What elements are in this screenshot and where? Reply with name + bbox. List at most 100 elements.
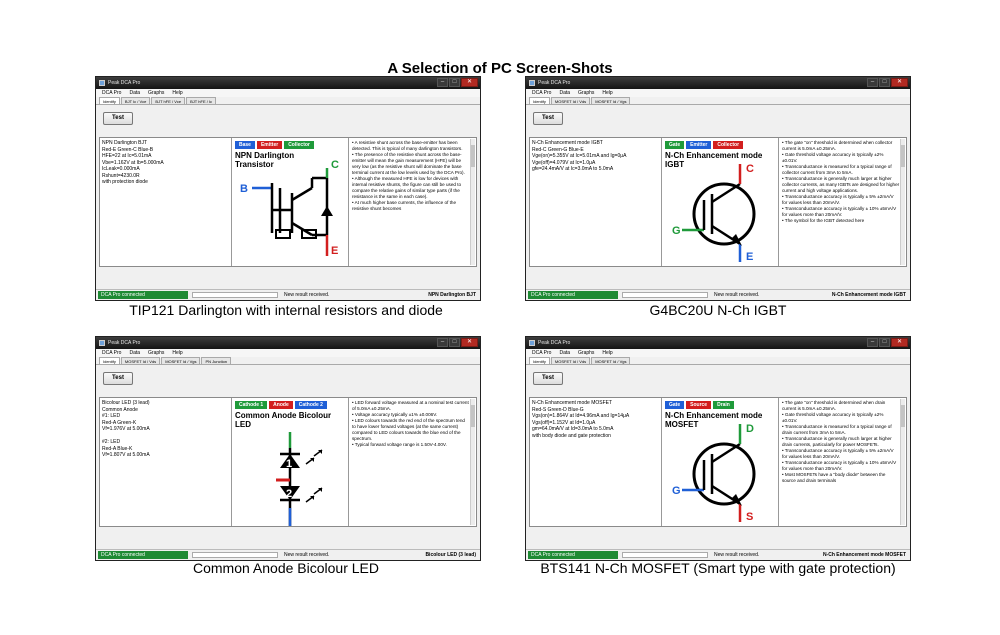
close-icon[interactable]: ✕: [891, 338, 908, 347]
scrollbar-thumb[interactable]: [901, 145, 905, 167]
note-line: • At much higher base currents, the infl…: [352, 200, 457, 211]
menu-item-dca-pro[interactable]: DCA Pro: [102, 350, 122, 356]
maximize-icon[interactable]: □: [879, 338, 890, 347]
scrollbar-thumb[interactable]: [901, 405, 905, 427]
tab-identify[interactable]: Identify: [529, 97, 550, 104]
tab-mosfet-id-vgs[interactable]: MOSFET Id / Vgs: [591, 357, 631, 364]
app-window-3: Peak DCA Pro – □ ✕ DCA Pro Data Graphs H…: [95, 336, 481, 561]
minimize-icon[interactable]: –: [867, 338, 878, 347]
screenshot-caption: Common Anode Bicolour LED: [193, 560, 379, 576]
window-title: Peak DCA Pro: [108, 80, 141, 86]
window-controls: – □ ✕: [867, 78, 908, 87]
notes-text: • LED forward voltage measured at a nomi…: [352, 400, 470, 525]
menu-item-dca-pro[interactable]: DCA Pro: [532, 90, 552, 96]
tab-identify[interactable]: Identify: [529, 357, 550, 364]
notes-text: • The gate "on" threshold is determined …: [782, 400, 900, 525]
note-line: • Although the measured HFE is low for d…: [352, 176, 462, 199]
app-icon: [529, 80, 535, 86]
tab-mosfet-id-vds[interactable]: MOSFET Id / Vds: [550, 357, 591, 364]
tab-mosfet-id-vds[interactable]: MOSFET Id / Vds: [550, 97, 591, 104]
tab-bjt-ic-vce[interactable]: BJT Ic / Vce: [120, 97, 151, 104]
pin-letter-d: D: [746, 423, 754, 435]
close-icon[interactable]: ✕: [461, 338, 478, 347]
scrollbar-thumb[interactable]: [471, 405, 475, 427]
note-line: • Gate threshold voltage accuracy is typ…: [782, 152, 884, 163]
progress-bar: [622, 552, 708, 558]
maximize-icon[interactable]: □: [449, 338, 460, 347]
device-name: N-Ch Enhancement mode MOSFET: [665, 411, 763, 429]
tab-mosfet-id-vgs[interactable]: MOSFET Id / Vgs: [161, 357, 201, 364]
window-titlebar[interactable]: Peak DCA Pro – □ ✕: [96, 337, 480, 349]
menu-item-data[interactable]: Data: [129, 350, 141, 356]
tab-identify[interactable]: Identify: [99, 357, 120, 364]
connection-status: DCA Pro connected: [98, 551, 188, 559]
result-summary: NPN Darlington BJT Red-E Green-C Blue-B …: [102, 140, 164, 185]
tab-identify[interactable]: Identify: [99, 97, 120, 104]
page-title: A Selection of PC Screen-Shots: [387, 60, 613, 77]
window-title: Peak DCA Pro: [538, 340, 571, 346]
window-title: Peak DCA Pro: [538, 80, 571, 86]
maximize-icon[interactable]: □: [449, 78, 460, 87]
tab-mosfet-id-vgs[interactable]: MOSFET Id / Vgs: [591, 97, 631, 104]
window-titlebar[interactable]: Peak DCA Pro – □ ✕: [526, 77, 910, 89]
menu-item-data[interactable]: Data: [559, 90, 571, 96]
note-line: • The gate "on" threshold is determined …: [782, 140, 893, 151]
notes-scrollbar[interactable]: [900, 139, 905, 265]
note-line: • Transconductance accuracy is typically…: [782, 448, 894, 459]
status-part-type: NPN Darlington BJT: [428, 292, 476, 298]
test-button[interactable]: Test: [103, 112, 133, 125]
test-button[interactable]: Test: [533, 372, 563, 385]
menu-item-graphs[interactable]: Graphs: [148, 350, 165, 356]
minimize-icon[interactable]: –: [437, 338, 448, 347]
minimize-icon[interactable]: –: [867, 78, 878, 87]
menu-item-graphs[interactable]: Graphs: [148, 90, 165, 96]
maximize-icon[interactable]: □: [879, 78, 890, 87]
notes-scrollbar[interactable]: [470, 399, 475, 525]
minimize-icon[interactable]: –: [437, 78, 448, 87]
notes-scrollbar[interactable]: [470, 139, 475, 265]
menu-bar: DCA Pro Data Graphs Help: [96, 89, 480, 97]
tab-bjt-hfe-vce[interactable]: BJT hFE / Vce: [151, 97, 186, 104]
pin-label-emitter: Emitter: [256, 141, 283, 149]
note-line: • Transconductance is generally much lar…: [782, 176, 900, 193]
app-window-4: Peak DCA Pro – □ ✕ DCA Pro Data Graphs H…: [525, 336, 911, 561]
menu-item-data[interactable]: Data: [129, 90, 141, 96]
menu-item-dca-pro[interactable]: DCA Pro: [102, 90, 122, 96]
close-icon[interactable]: ✕: [461, 78, 478, 87]
test-button[interactable]: Test: [103, 372, 133, 385]
pin-letter-e: E: [746, 251, 753, 263]
window-titlebar[interactable]: Peak DCA Pro – □ ✕: [96, 77, 480, 89]
pin-letter-e: E: [331, 245, 338, 257]
menu-item-help[interactable]: Help: [172, 90, 183, 96]
scrollbar-thumb[interactable]: [471, 145, 475, 167]
menu-item-graphs[interactable]: Graphs: [578, 90, 595, 96]
tab-bjt-hfe-ic[interactable]: BJT hFE / Ic: [186, 97, 217, 104]
tab-mosfet-id-vds[interactable]: MOSFET Id / Vds: [120, 357, 161, 364]
menu-item-dca-pro[interactable]: DCA Pro: [532, 350, 552, 356]
menu-item-help[interactable]: Help: [602, 350, 613, 356]
note-line: • Transconductance is generally much lar…: [782, 436, 892, 447]
connection-status: DCA Pro connected: [528, 291, 618, 299]
note-line: • A resistive shunt across the base-emit…: [352, 140, 463, 151]
device-name: Common Anode Bicolour LED: [235, 411, 332, 429]
notes-scrollbar[interactable]: [900, 399, 905, 525]
tab-pn-junction[interactable]: PN Junction: [201, 357, 232, 364]
test-button[interactable]: Test: [533, 112, 563, 125]
window-controls: – □ ✕: [437, 338, 478, 347]
menu-item-data[interactable]: Data: [559, 350, 571, 356]
window-titlebar[interactable]: Peak DCA Pro – □ ✕: [526, 337, 910, 349]
close-icon[interactable]: ✕: [891, 78, 908, 87]
led-2-label: 2: [286, 488, 292, 500]
menu-item-help[interactable]: Help: [602, 90, 613, 96]
pin-label-anode: Anode: [269, 401, 293, 409]
pin-letter-c: C: [746, 163, 754, 175]
screenshot-caption: TIP121 Darlington with internal resistor…: [129, 302, 443, 318]
menu-item-help[interactable]: Help: [172, 350, 183, 356]
device-name: N-Ch Enhancement mode IGBT: [665, 151, 763, 169]
menu-item-graphs[interactable]: Graphs: [578, 350, 595, 356]
